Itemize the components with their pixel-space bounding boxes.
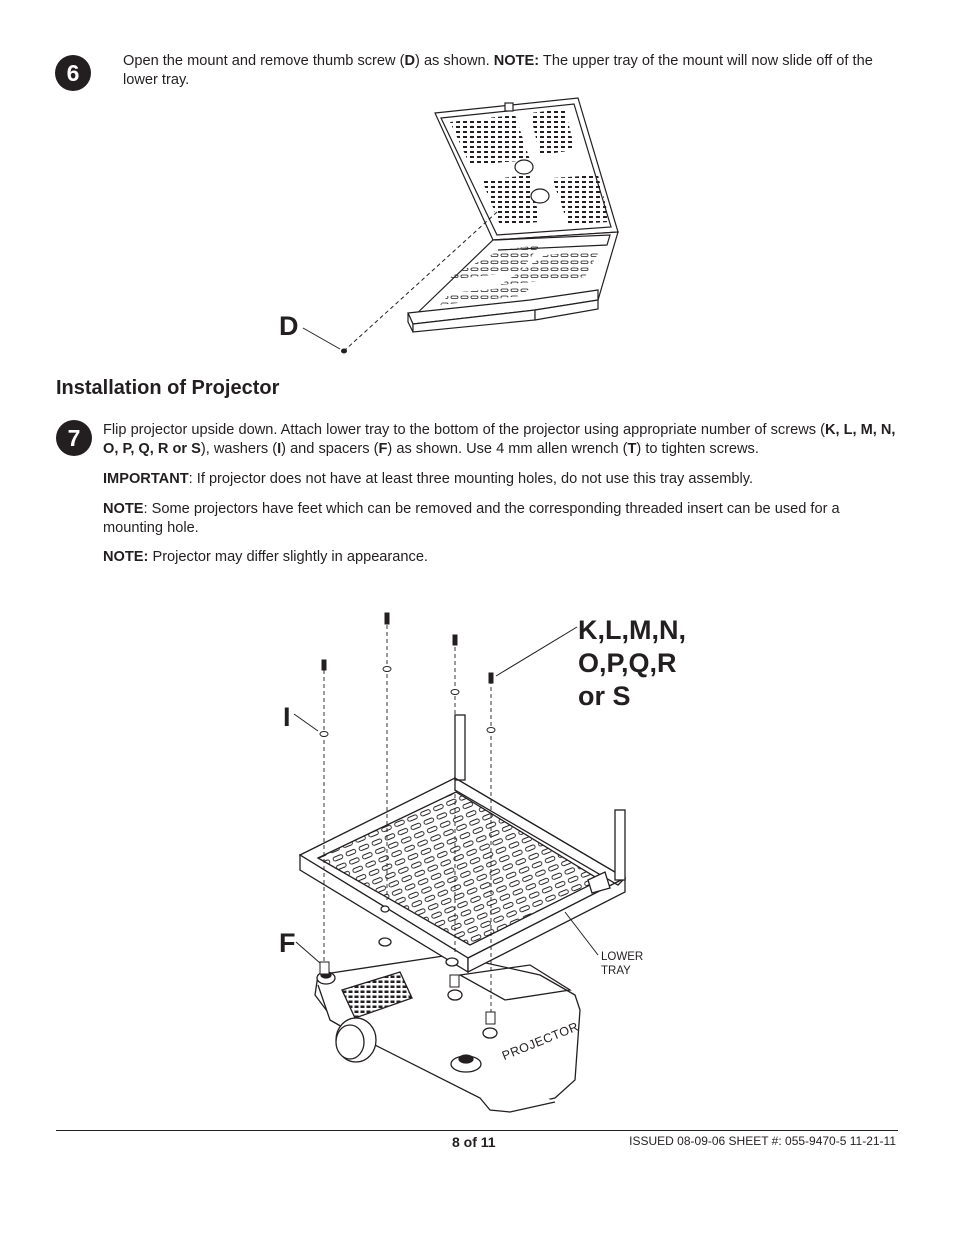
step-7-screw-parts: K, L, M, N, O, P, Q, R or S xyxy=(103,422,896,457)
step-6-number: 6 xyxy=(66,59,80,86)
callout-screws-line-1: K,L,M,N, xyxy=(578,615,686,645)
note-1-text: : Some projectors have feet which can be… xyxy=(103,501,840,536)
note-1-label: NOTE xyxy=(103,501,144,517)
step-6-text-part-d: D xyxy=(404,53,416,69)
step-7-spacer-part: F xyxy=(378,441,388,457)
step-7-washer-part: I xyxy=(277,441,282,457)
hardware xyxy=(319,612,496,1025)
important-note: IMPORTANT: If projector does not have at… xyxy=(103,470,913,489)
upper-tray xyxy=(434,97,619,241)
step-7-instructions: Flip projector upside down. Attach lower… xyxy=(103,421,913,459)
lower-tray-step6 xyxy=(407,231,619,333)
section-heading: Installation of Projector xyxy=(56,377,280,399)
step-7-text-1: Flip projector upside down. Attach lower… xyxy=(103,422,825,438)
step-7-text-2: ), washers ( xyxy=(200,441,278,457)
page-number: 8 of 11 xyxy=(452,1134,496,1150)
note-appearance: NOTE: Projector may differ slightly in a… xyxy=(103,548,903,567)
note-feet: NOTE: Some projectors have feet which ca… xyxy=(103,500,903,538)
lower-tray-line-1: LOWER xyxy=(601,951,644,963)
lower-tray xyxy=(298,714,627,974)
callout-d: D xyxy=(279,311,299,341)
step-7-badge: 7 xyxy=(56,420,92,456)
step-7-text-4: ) as shown. Use 4 mm allen wrench ( xyxy=(387,441,628,457)
note-2-label: NOTE: xyxy=(103,549,149,565)
step-7-text-5: ) to tighten screws. xyxy=(636,441,759,457)
issued-info: ISSUED 08-09-06 SHEET #: 055-9470-5 11-2… xyxy=(629,1134,896,1148)
callout-spacer: F xyxy=(279,928,296,958)
step-6-badge: 6 xyxy=(55,55,91,91)
lower-tray-line-2: TRAY xyxy=(601,965,631,977)
callout-washer: I xyxy=(283,702,291,732)
step-6-instructions: Open the mount and remove thumb screw (D… xyxy=(123,52,893,90)
callout-screws: K,L,M,N, O,P,Q,R or S xyxy=(578,614,686,713)
note-2-text: Projector may differ slightly in appeara… xyxy=(148,549,428,565)
step-7-text-3: ) and spacers ( xyxy=(281,441,379,457)
callout-screws-line-3: or S xyxy=(578,681,631,711)
important-label: IMPORTANT xyxy=(103,471,189,487)
callout-screws-line-2: O,P,Q,R xyxy=(578,648,677,678)
important-text: : If projector does not have at least th… xyxy=(188,471,754,487)
step-6-text-3: The upper tray of the mount will now sli… xyxy=(123,53,873,88)
step-7-wrench-part: T xyxy=(627,441,637,457)
footer-rule xyxy=(56,1130,898,1131)
projector-body xyxy=(314,954,581,1113)
step-6-text-1: Open the mount and remove thumb screw ( xyxy=(123,53,405,69)
callout-lower-tray: LOWER TRAY xyxy=(601,950,643,978)
step-7-number: 7 xyxy=(67,424,81,451)
step-6-text-2: ) as shown. xyxy=(415,53,494,69)
step-6-note-label: NOTE: xyxy=(493,53,540,69)
